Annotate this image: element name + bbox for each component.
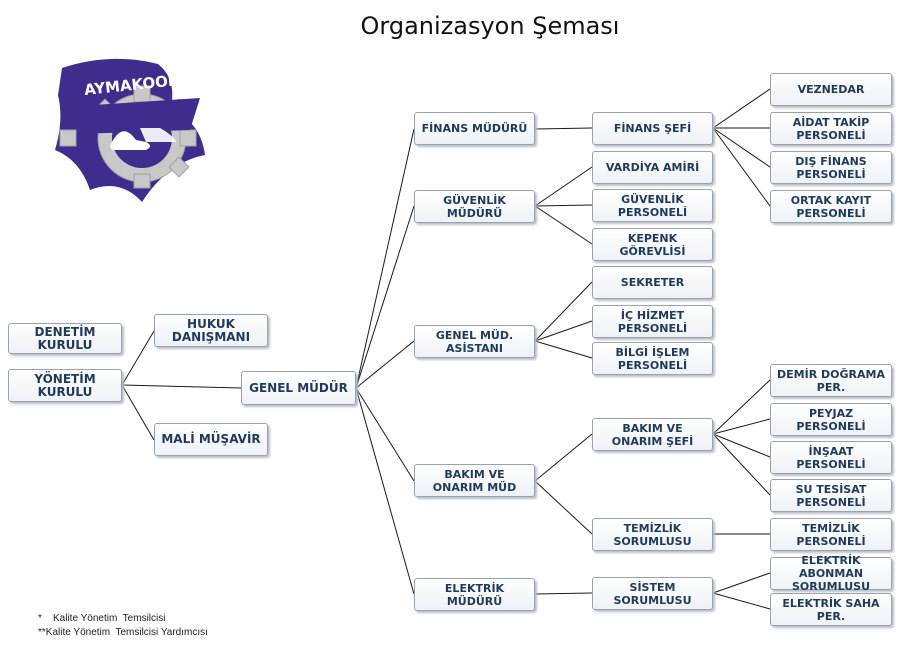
footnote-kalite-temsilcisi: * Kalite Yönetim Temsilcisi (38, 613, 166, 624)
node-guvenlik-muduru: GÜVENLİK MÜDÜRÜ (414, 190, 535, 223)
node-insaat-personeli: İNŞAAT PERSONELİ (770, 441, 892, 474)
node-ic-hizmet-personeli: İÇ HİZMET PERSONELİ (592, 305, 713, 338)
node-peyjaz-personeli: PEYJAZ PERSONELİ (770, 403, 892, 436)
node-hukuk-danismani: HUKUK DANIŞMANI (154, 314, 268, 347)
node-demir-dograma-per: DEMİR DOĞRAMA PER. (770, 364, 892, 397)
node-kepenk-gorevlisi: KEPENK GÖREVLİSİ (592, 228, 713, 261)
node-finans-muduru: FİNANS MÜDÜRÜ (414, 112, 535, 145)
node-elektrik-saha-per: ELEKTRİK SAHA PER. (770, 593, 892, 626)
node-sistem-sorumlusu: SİSTEM SORUMLUSU (592, 577, 713, 610)
node-ortak-kayit-personeli: ORTAK KAYIT PERSONELİ (770, 190, 892, 223)
node-bakim-onarim-mud: BAKIM VE ONARIM MÜD (414, 464, 535, 497)
node-elektrik-muduru: ELEKTRİK MÜDÜRÜ (414, 578, 535, 611)
node-denetim-kurulu: DENETİM KURULU (8, 323, 122, 354)
node-veznedar: VEZNEDAR (770, 73, 892, 106)
node-bakim-onarim-sefi: BAKIM VE ONARIM ŞEFİ (592, 418, 713, 451)
aymakoop-logo: AYMAKOOP (55, 58, 205, 202)
page-title: Organizasyon Şeması (360, 12, 620, 40)
node-guvenlik-personeli: GÜVENLİK PERSONELİ (592, 189, 713, 222)
footnote-kalite-temsilcisi-yardimcisi: **Kalite Yönetim Temsilcisi Yardımcısı (38, 627, 208, 638)
node-bilgi-islem-personeli: BİLGİ İŞLEM PERSONELİ (592, 342, 713, 375)
node-vardiya-amiri: VARDİYA AMİRİ (592, 151, 713, 184)
node-dis-finans-personeli: DIŞ FİNANS PERSONELİ (770, 151, 892, 184)
node-genel-mudur: GENEL MÜDÜR (241, 371, 356, 405)
node-aidat-takip-personeli: AİDAT TAKİP PERSONELİ (770, 112, 892, 145)
node-finans-sefi: FİNANS ŞEFİ (592, 112, 713, 145)
node-genel-mud-asistani: GENEL MÜD. ASİSTANI (414, 325, 535, 358)
node-yonetim-kurulu: YÖNETİM KURULU (8, 369, 122, 402)
node-elektrik-abonman-sorumlusu: ELEKTRİK ABONMAN SORUMLUSU (770, 554, 892, 593)
node-temizlik-personeli: TEMİZLİK PERSONELİ (770, 518, 892, 551)
node-su-tesisat-personeli: SU TESİSAT PERSONELİ (770, 479, 892, 512)
node-temizlik-sorumlusu: TEMİZLİK SORUMLUSU (592, 518, 713, 551)
node-mali-musavir: MALİ MÜŞAVİR (154, 423, 268, 456)
node-sekreter: SEKRETER (592, 266, 713, 299)
